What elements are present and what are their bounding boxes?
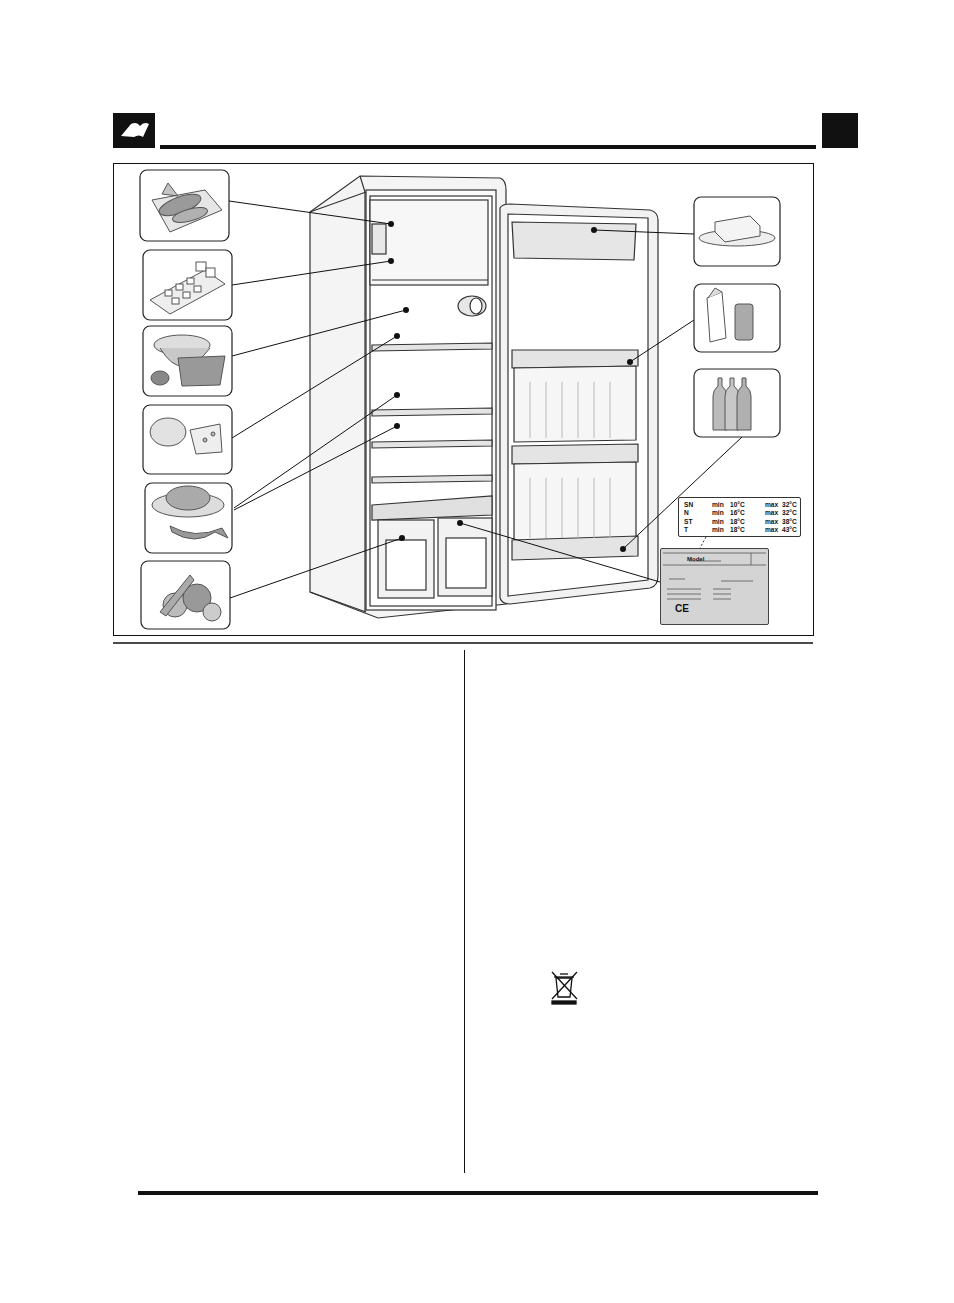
climate-class-table: SN min 10°C max 32°C Nmin 16°C max 32°C ST min 18°C… — [678, 497, 801, 537]
footer-rule — [138, 1191, 818, 1195]
header-rule — [160, 145, 816, 149]
table-cell: max — [765, 510, 778, 517]
table-cell: 16°C — [730, 510, 745, 517]
language-tab — [822, 113, 858, 148]
table-cell: max — [765, 519, 778, 526]
leader-dots — [388, 221, 633, 552]
table-cell: 43°C — [782, 527, 797, 534]
table-cell: 32°C — [782, 502, 797, 509]
table-cell: T — [684, 527, 688, 534]
plate-label: Model — [687, 556, 704, 562]
table-cell: min — [712, 510, 724, 517]
table-cell: 32°C — [782, 510, 797, 517]
table-cell: max — [765, 502, 778, 509]
table-cell: ST — [684, 519, 692, 526]
figure-frame — [114, 164, 814, 636]
book-symbol — [121, 123, 149, 137]
table-cell: max — [765, 527, 778, 534]
food-icons — [140, 170, 780, 629]
weee-symbol — [552, 972, 577, 1004]
header-icon — [113, 113, 155, 148]
table-cell: min — [712, 502, 724, 509]
leader-lines — [229, 201, 742, 598]
table-cell: 38°C — [782, 519, 797, 526]
table-cell: 10°C — [730, 502, 745, 509]
dotted-connector — [700, 537, 706, 548]
rating-plate: ModelCE — [660, 548, 769, 625]
column-divider — [464, 650, 465, 1173]
section-rule — [113, 642, 813, 644]
table-cell: 18°C — [730, 519, 745, 526]
table-cell: 18°C — [730, 527, 745, 534]
table-cell: SN — [684, 502, 693, 509]
table-cell: min — [712, 519, 724, 526]
table-cell: min — [712, 527, 724, 534]
ce-mark: CE — [675, 604, 689, 614]
table-cell: N — [684, 510, 689, 517]
